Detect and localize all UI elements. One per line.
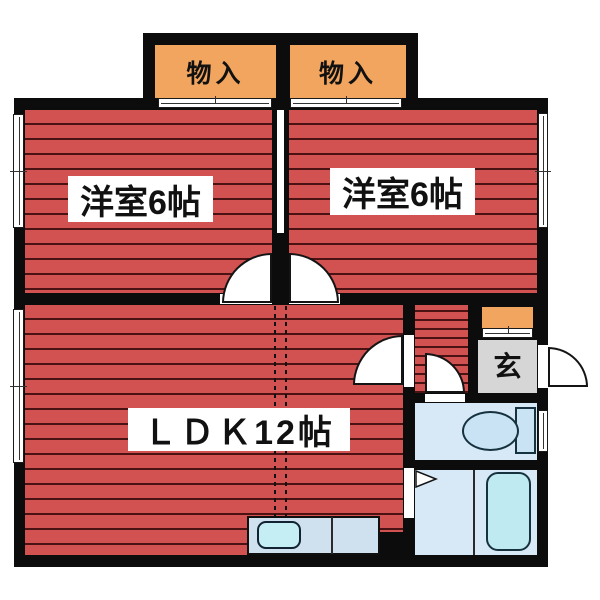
ldk-door-arc bbox=[353, 335, 403, 385]
window-glass-line bbox=[543, 413, 544, 449]
kitchen-counter-divider bbox=[331, 517, 333, 554]
closet-2-sliding-door bbox=[290, 96, 402, 108]
entrance-floor bbox=[478, 338, 537, 393]
toilet-door-opening bbox=[425, 394, 465, 402]
front-door-leaf bbox=[538, 345, 548, 388]
bedroom1-label: 洋室6帖 bbox=[68, 176, 213, 222]
front-door-arc bbox=[548, 347, 588, 387]
closet-1-sliding-door bbox=[158, 96, 272, 108]
window-tick bbox=[10, 171, 27, 172]
top-wall-right bbox=[418, 98, 548, 110]
entrance-step bbox=[482, 326, 533, 338]
bedroom1-label-text: 洋室6帖 bbox=[80, 183, 201, 222]
entrance-label: 玄 bbox=[478, 340, 537, 390]
bathroom-door-opening bbox=[404, 468, 414, 518]
bottom-wall bbox=[14, 555, 548, 567]
bathroom-door-triangle bbox=[415, 470, 439, 489]
bedroom2-window bbox=[535, 113, 551, 228]
bathtub bbox=[486, 472, 531, 551]
step-tick bbox=[507, 326, 509, 334]
slider-tick bbox=[346, 96, 347, 104]
ldk-window bbox=[10, 309, 27, 463]
ldk-label: ＬＤＫ12帖 bbox=[128, 408, 350, 452]
closet-2 bbox=[290, 45, 406, 98]
bedroom2-label-text: 洋室6帖 bbox=[342, 176, 463, 214]
closet2-label-text: 物入 bbox=[318, 59, 377, 88]
shoe-cabinet bbox=[482, 307, 533, 328]
hall-entrance-wall bbox=[468, 303, 478, 403]
closet-1 bbox=[155, 45, 276, 98]
kitchen-sink bbox=[257, 521, 301, 549]
closet2-label: 物入 bbox=[290, 45, 406, 98]
mid-horizontal-wall bbox=[14, 293, 548, 305]
toilet-bowl bbox=[462, 411, 519, 451]
top-wall-left bbox=[14, 98, 143, 110]
window-tick bbox=[10, 386, 27, 387]
hall-bottom-wall bbox=[403, 393, 548, 403]
bedroom2-label: 洋室6帖 bbox=[330, 168, 475, 215]
closet1-label: 物入 bbox=[155, 45, 276, 98]
closet1-label-text: 物入 bbox=[186, 59, 245, 88]
bedroom-divider-partition bbox=[277, 110, 284, 233]
entrance-label-text: 玄 bbox=[493, 351, 522, 382]
ldk-label-text: ＬＤＫ12帖 bbox=[143, 414, 335, 452]
window-tick bbox=[535, 170, 551, 172]
toilet-bath-wall bbox=[415, 460, 548, 470]
right-wall bbox=[537, 98, 548, 567]
pipe-space-block bbox=[378, 532, 415, 567]
ldk-door-opening bbox=[404, 335, 414, 387]
bathroom-divider-line bbox=[473, 470, 475, 555]
slider-tick bbox=[215, 96, 216, 104]
bedroom1-window bbox=[10, 114, 27, 228]
toilet-window bbox=[538, 410, 548, 452]
